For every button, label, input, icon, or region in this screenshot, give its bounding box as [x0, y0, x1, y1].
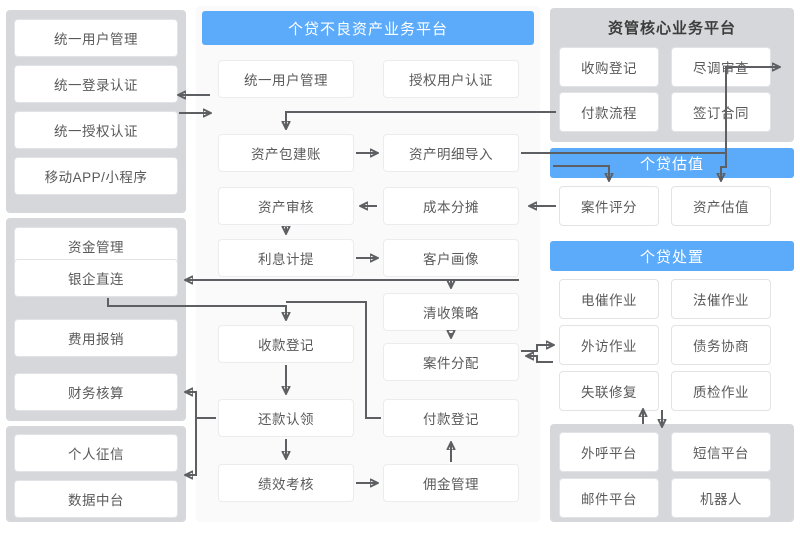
- center-node-asset-package-booking[interactable]: 资产包建账: [218, 134, 354, 172]
- left-item-expense-reimbursement[interactable]: 费用报销: [14, 319, 178, 357]
- right-valuation-header: 个贷估值: [550, 148, 794, 178]
- center-node-performance-review[interactable]: 绩效考核: [218, 464, 354, 502]
- right-disposal-item-debt-negotiation[interactable]: 债务协商: [671, 325, 771, 365]
- center-node-commission-mgmt[interactable]: 佣金管理: [383, 464, 519, 502]
- center-node-cost-allocation[interactable]: 成本分摊: [383, 187, 519, 225]
- center-node-asset-detail-import[interactable]: 资产明细导入: [383, 134, 519, 172]
- right-valuation-item-case-scoring[interactable]: 案件评分: [559, 186, 659, 226]
- left-item-unified-user-mgmt[interactable]: 统一用户管理: [14, 19, 178, 57]
- center-node-repayment-claim[interactable]: 还款认领: [218, 399, 354, 437]
- right-disposal-item-quality-inspection[interactable]: 质检作业: [671, 371, 771, 411]
- center-node-receipt-registration[interactable]: 收款登记: [218, 325, 354, 363]
- right-channel-item-sms[interactable]: 短信平台: [671, 432, 771, 472]
- right-channel-item-robot[interactable]: 机器人: [671, 478, 771, 518]
- center-node-payment-registration[interactable]: 付款登记: [383, 399, 519, 437]
- right-core-item-due-diligence[interactable]: 尽调审查: [671, 47, 771, 87]
- right-valuation-item-asset-valuation[interactable]: 资产估值: [671, 186, 771, 226]
- left-item-mobile-app[interactable]: 移动APP/小程序: [14, 157, 178, 195]
- right-core-item-sign-contract[interactable]: 签订合同: [671, 92, 771, 132]
- center-node-authorized-user-auth[interactable]: 授权用户认证: [383, 60, 519, 98]
- center-node-interest-accrual[interactable]: 利息计提: [218, 239, 354, 277]
- center-node-case-assignment[interactable]: 案件分配: [383, 343, 519, 381]
- center-node-asset-review[interactable]: 资产审核: [218, 187, 354, 225]
- right-disposal-header: 个贷处置: [550, 241, 794, 271]
- center-node-customer-profile[interactable]: 客户画像: [383, 239, 519, 277]
- right-channel-item-email[interactable]: 邮件平台: [559, 478, 659, 518]
- right-disposal-item-phone-collection[interactable]: 电催作业: [559, 279, 659, 319]
- right-disposal-item-lost-contact-repair[interactable]: 失联修复: [559, 371, 659, 411]
- left-item-data-midplatform[interactable]: 数据中台: [14, 480, 178, 518]
- center-platform-header: 个贷不良资产业务平台: [202, 11, 534, 45]
- center-node-collection-strategy[interactable]: 清收策略: [383, 293, 519, 331]
- right-core-item-acquisition-registration[interactable]: 收购登记: [559, 47, 659, 87]
- wire-repayment-claim-to-credit-group: [186, 418, 197, 475]
- right-channel-item-outbound-call[interactable]: 外呼平台: [559, 432, 659, 472]
- right-core-item-payment-process[interactable]: 付款流程: [559, 92, 659, 132]
- left-item-personal-credit[interactable]: 个人征信: [14, 434, 178, 472]
- left-item-bank-enterprise-link[interactable]: 银企直连: [14, 259, 178, 297]
- left-item-financial-accounting[interactable]: 财务核算: [14, 373, 178, 411]
- right-core-platform-header: 资管核心业务平台: [607, 19, 736, 37]
- right-disposal-item-field-visit[interactable]: 外访作业: [559, 325, 659, 365]
- right-disposal-item-legal-collection[interactable]: 法催作业: [671, 279, 771, 319]
- center-node-unified-user-mgmt[interactable]: 统一用户管理: [218, 60, 354, 98]
- left-item-unified-authz[interactable]: 统一授权认证: [14, 111, 178, 149]
- left-item-unified-login-auth[interactable]: 统一登录认证: [14, 65, 178, 103]
